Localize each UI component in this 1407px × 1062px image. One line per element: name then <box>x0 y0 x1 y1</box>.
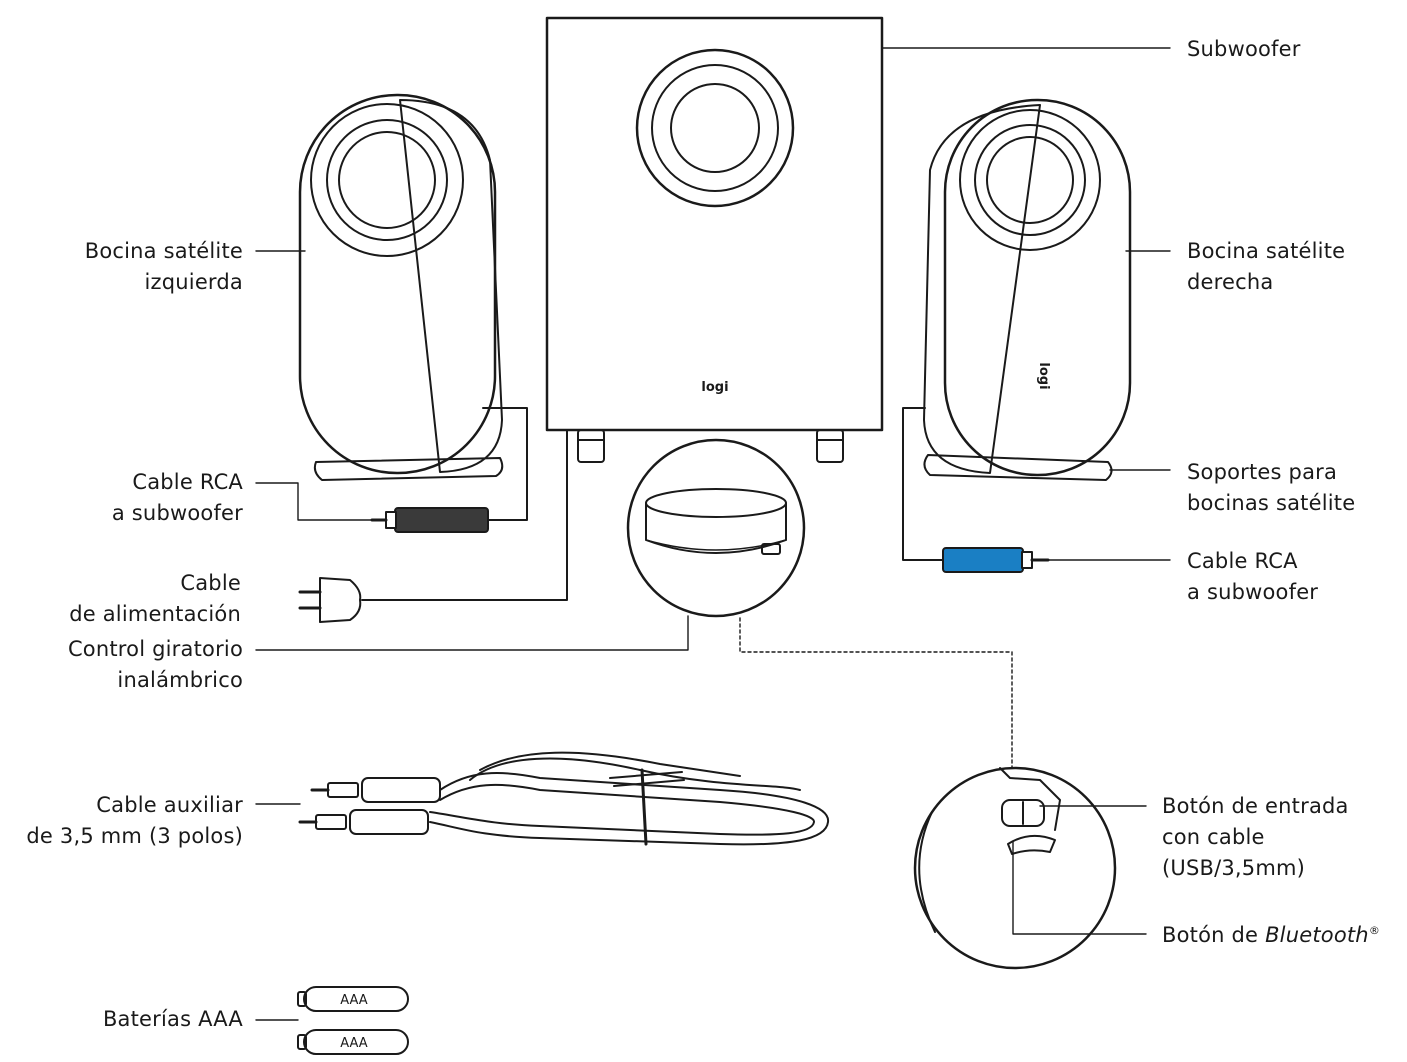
right-satellite-illustration <box>923 98 1132 481</box>
label-rotary-control: Control giratorio inalámbrico <box>67 637 243 692</box>
label-batteries: Baterías AAA <box>102 1007 243 1031</box>
left-satellite-illustration <box>298 93 504 481</box>
battery-2-label: AAA <box>340 1036 368 1051</box>
label-power-cable: Cable de alimentación <box>69 571 241 626</box>
label-wired-input-button: Botón de entrada con cable (USB/3,5mm) <box>1162 794 1349 880</box>
label-rca-left: Cable RCA a subwoofer <box>111 470 243 525</box>
leader-lines <box>255 47 1171 1021</box>
label-subwoofer: Subwoofer <box>1187 37 1301 61</box>
rotary-control-back-illustration <box>913 766 1117 970</box>
label-left-satellite: Bocina satélite izquierda <box>84 239 243 294</box>
rotary-control-illustration <box>626 438 806 618</box>
subwoofer-illustration <box>545 16 884 463</box>
label-rca-right: Cable RCA a subwoofer <box>1187 549 1319 604</box>
battery-1-label: AAA <box>340 993 368 1008</box>
right-satellite-logo: logi <box>1036 362 1051 389</box>
label-right-satellite: Bocina satélite derecha <box>1187 239 1346 294</box>
batteries-illustration <box>297 986 409 1055</box>
subwoofer-logo: logi <box>701 380 728 395</box>
label-bluetooth-button: Botón de Bluetooth® <box>1162 923 1381 947</box>
label-stands: Soportes para bocinas satélite <box>1187 460 1356 515</box>
aux-cable-illustration <box>298 751 830 846</box>
label-aux-cable: Cable auxiliar de 3,5 mm (3 polos) <box>26 793 243 848</box>
